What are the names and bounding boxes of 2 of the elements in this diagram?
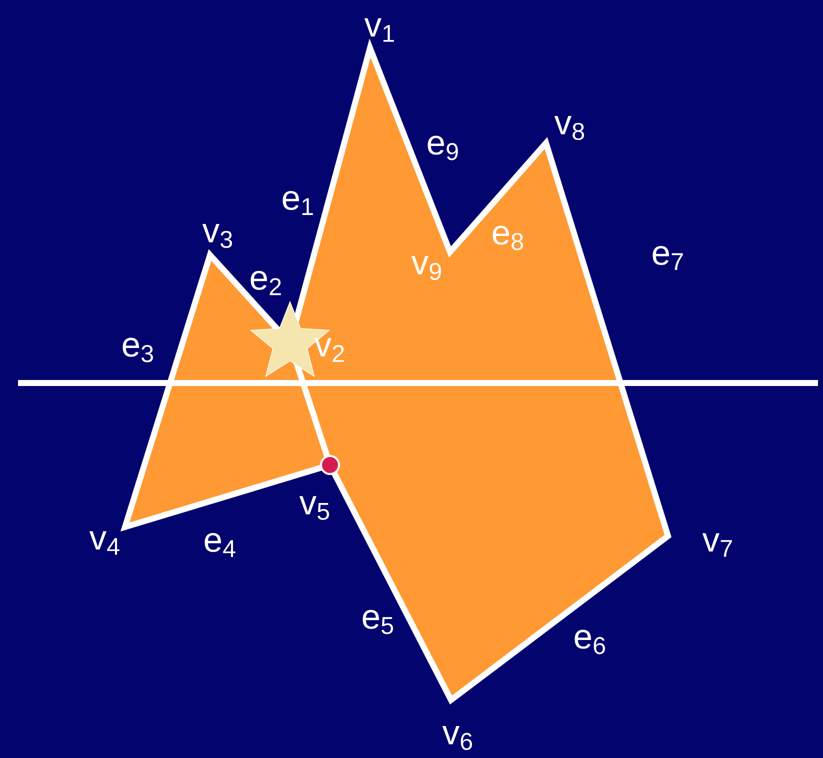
vertex-edge-label: v$_{6}$ bbox=[442, 726, 472, 750]
vertex-edge-label: v$_{1}$ bbox=[364, 18, 394, 42]
